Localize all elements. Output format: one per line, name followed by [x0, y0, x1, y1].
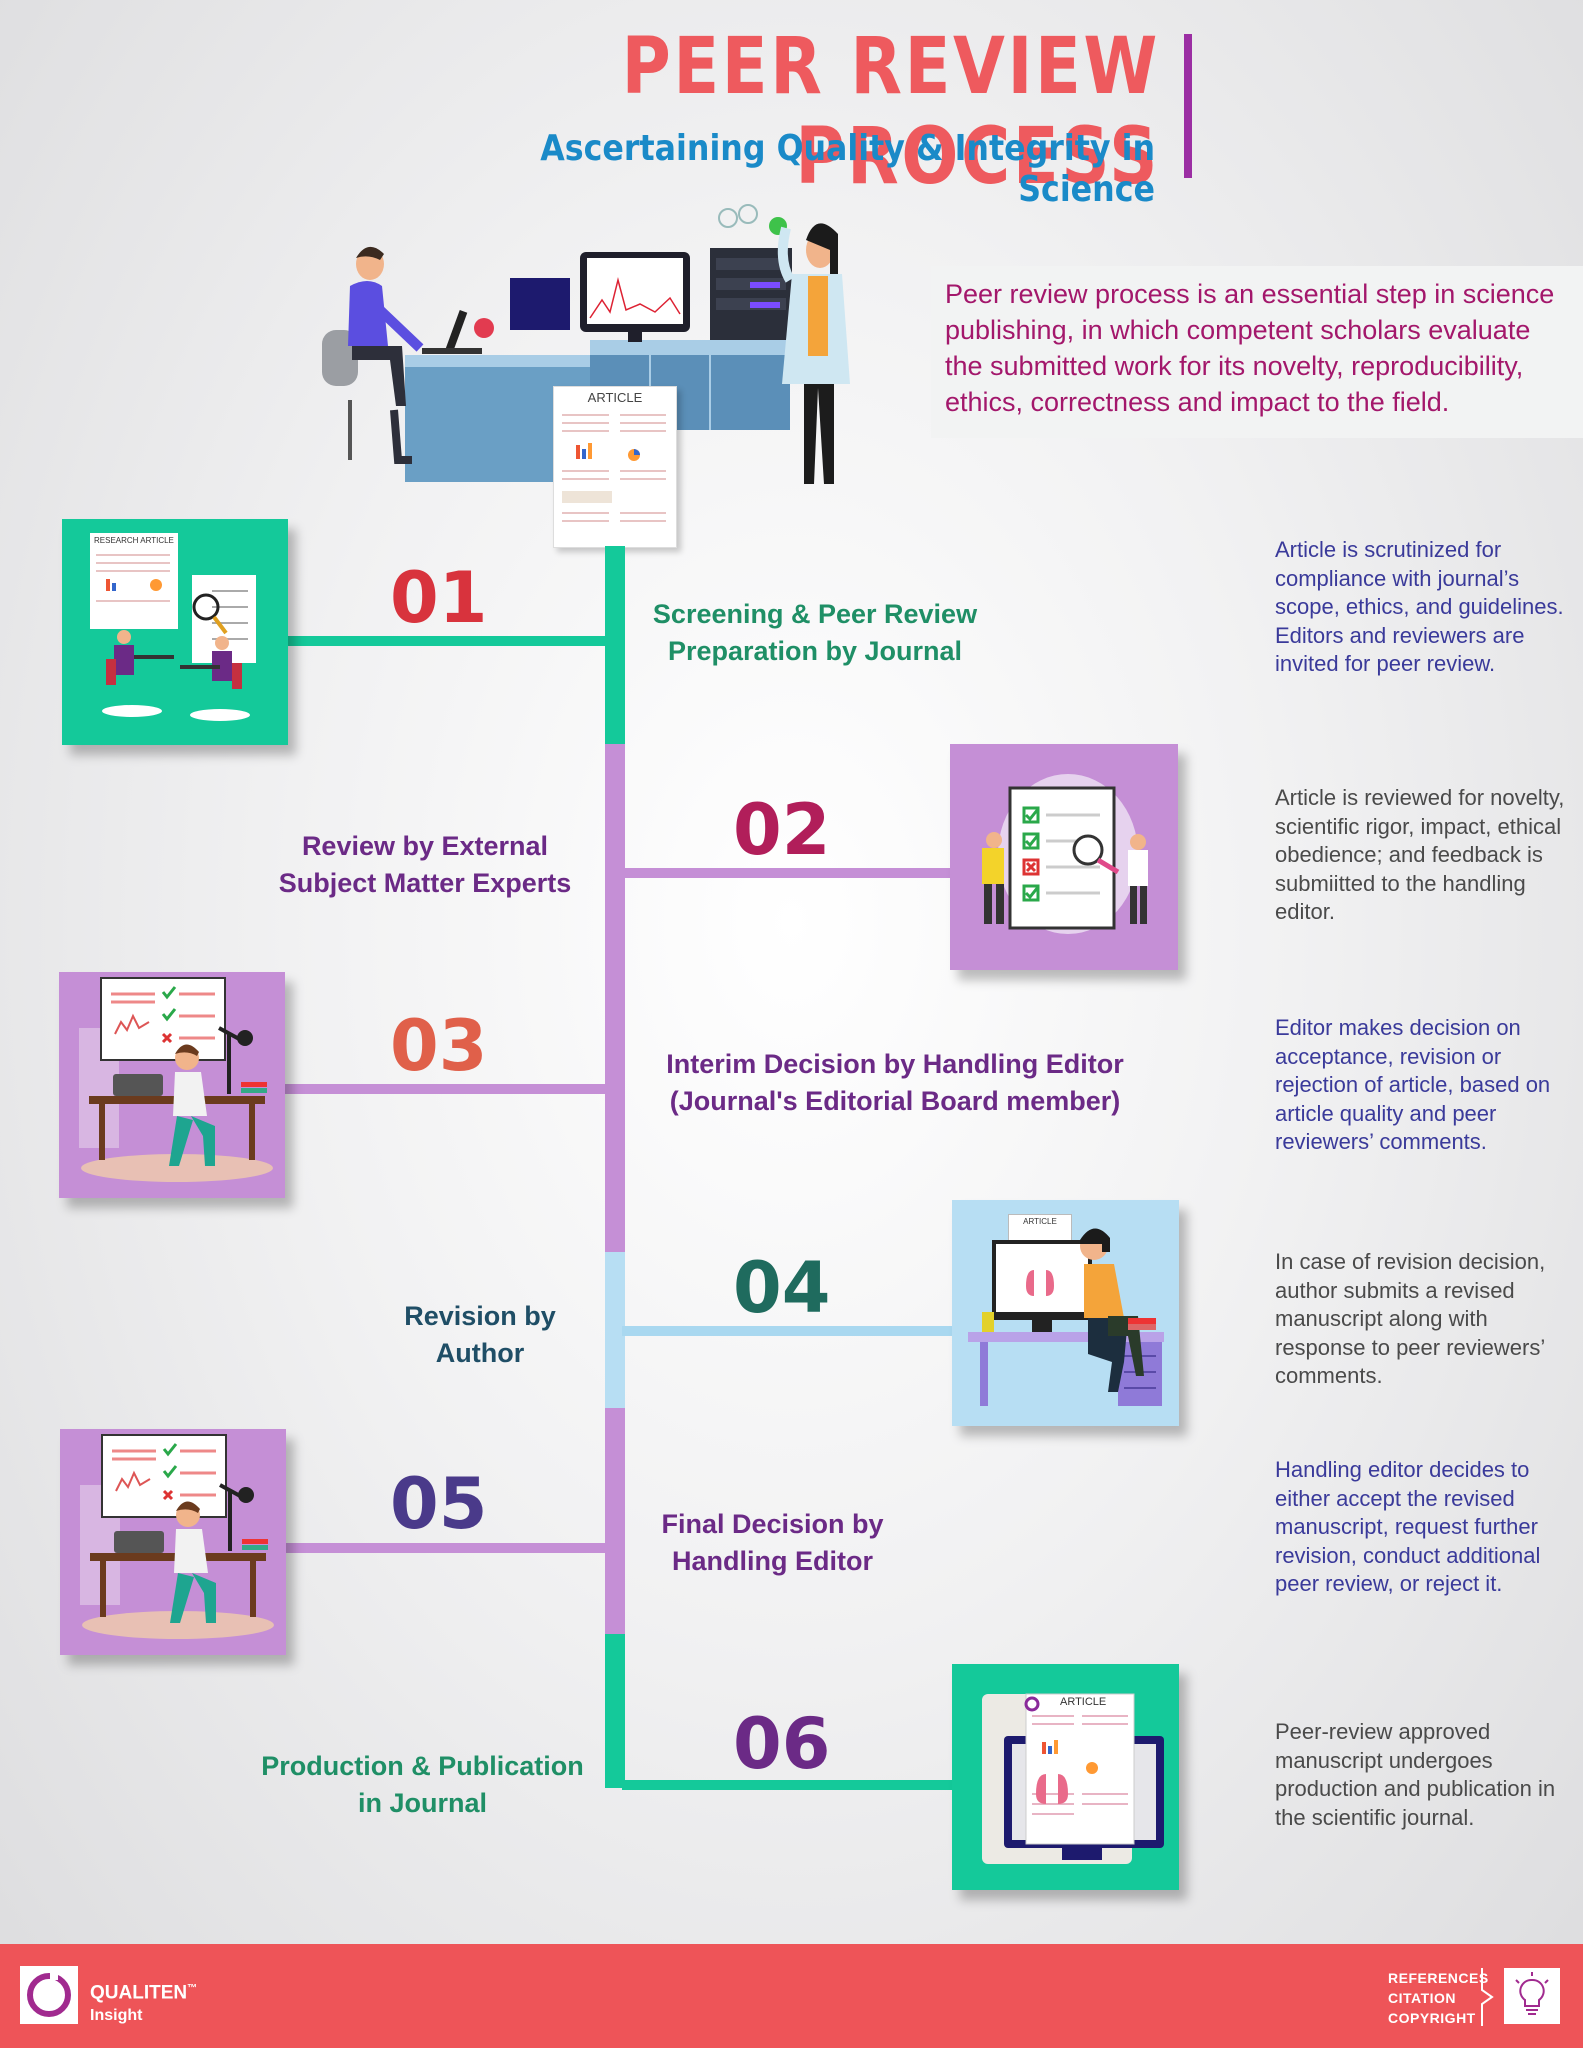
hero-article-label: ARTICLE — [587, 390, 643, 405]
step-02-connector — [622, 868, 952, 878]
research-article-sheet: RESEARCH ARTICLE — [90, 533, 178, 629]
author-desk-icon — [968, 1228, 1164, 1406]
footer-ref-citation[interactable]: CITATION — [1388, 1990, 1457, 2006]
publication-icon — [982, 1693, 1164, 1864]
timeline-spine-segment-5 — [605, 1634, 625, 1788]
step-05-connector — [286, 1543, 607, 1553]
publication-article-label: ARTICLE — [1060, 1696, 1107, 1708]
brand-name: QUALITEN — [90, 1982, 188, 2004]
timeline-spine-segment-4 — [605, 1408, 625, 1636]
step-04-connector — [622, 1326, 952, 1336]
step-01-card: RESEARCH ARTICLE — [62, 519, 288, 745]
chevron-divider-icon — [1481, 1968, 1494, 2026]
editor-desk-icon — [79, 977, 273, 1182]
brand-logo[interactable] — [20, 1966, 78, 2024]
step-02-number: 02 — [733, 789, 831, 871]
brand-sub: Insight — [90, 2007, 143, 2025]
step-04-description: In case of revision decision, author sub… — [1275, 1249, 1546, 1389]
step-03-card — [59, 972, 285, 1198]
lightbulb-button[interactable] — [1504, 1968, 1560, 2024]
step-04-number: 04 — [733, 1247, 831, 1329]
author-article-label: ARTICLE — [1023, 1217, 1057, 1226]
step-01-description: Article is scrutinized for compliance wi… — [1275, 537, 1564, 677]
page-title: PEER REVIEW PROCESS — [621, 22, 1160, 202]
footer: QUALITEN™ Insight REFERENCES CITATION CO… — [0, 1944, 1583, 2048]
reviewers-icon — [96, 554, 256, 721]
lightbulb-icon — [1515, 1972, 1549, 2015]
title-accent-bar — [1184, 34, 1192, 178]
step-06-description: Peer-review approved manuscript undergoe… — [1275, 1719, 1556, 1830]
step-05-number: 05 — [390, 1463, 488, 1545]
qualiten-ring-icon — [27, 1970, 71, 2017]
step-06-number: 06 — [733, 1703, 831, 1785]
lab-illustration — [322, 204, 850, 484]
step-06-title: Production & Publication in Journal — [261, 1751, 584, 1818]
step-06-card: ARTICLE — [952, 1664, 1179, 1890]
intro-paragraph: Peer review process is an essential step… — [931, 266, 1583, 438]
step-01-title: Screening & Peer Review Preparation by J… — [652, 599, 978, 666]
step-02-title: Review by External Subject Matter Expert… — [278, 831, 572, 898]
step-04-card: ARTICLE — [952, 1200, 1179, 1426]
step-05-description: Handling editor decides to either accept… — [1275, 1457, 1541, 1597]
article-lines-icon — [562, 414, 666, 522]
brand-text: QUALITEN™ Insight — [90, 1978, 197, 2027]
brand-tm: ™ — [187, 1983, 198, 1994]
hero-article-sheet: ARTICLE — [553, 386, 677, 548]
step-06-connector — [622, 1780, 952, 1790]
step-04-title: Revision by Author — [404, 1301, 556, 1368]
step-02-description: Article is reviewed for novelty, scienti… — [1275, 785, 1565, 925]
handling-editor-icon — [80, 1434, 274, 1639]
page-subtitle: Ascertaining Quality & Integrity in Scie… — [540, 128, 1155, 210]
step-05-title: Final Decision by Handling Editor — [661, 1509, 884, 1576]
step-03-connector — [285, 1084, 607, 1094]
footer-ref-references[interactable]: REFERENCES — [1388, 1970, 1489, 1986]
timeline-spine-segment-3 — [605, 1252, 625, 1410]
step-02-card — [950, 744, 1178, 970]
step-01-connector — [288, 636, 608, 646]
step-05-card — [60, 1429, 286, 1655]
footer-refs: REFERENCES CITATION COPYRIGHT — [1388, 1968, 1489, 2028]
step-03-number: 03 — [390, 1005, 488, 1087]
timeline-spine-segment-2 — [605, 744, 625, 1254]
research-article-label: RESEARCH ARTICLE — [94, 536, 174, 545]
step-03-title: Interim Decision by Handling Editor (Jou… — [666, 1049, 1124, 1116]
checklist-icon — [982, 774, 1148, 934]
step-01-number: 01 — [390, 557, 488, 639]
step-03-description: Editor makes decision on acceptance, rev… — [1275, 1015, 1551, 1155]
timeline-spine-segment-1 — [605, 546, 625, 746]
footer-ref-copyright[interactable]: COPYRIGHT — [1388, 2010, 1476, 2026]
